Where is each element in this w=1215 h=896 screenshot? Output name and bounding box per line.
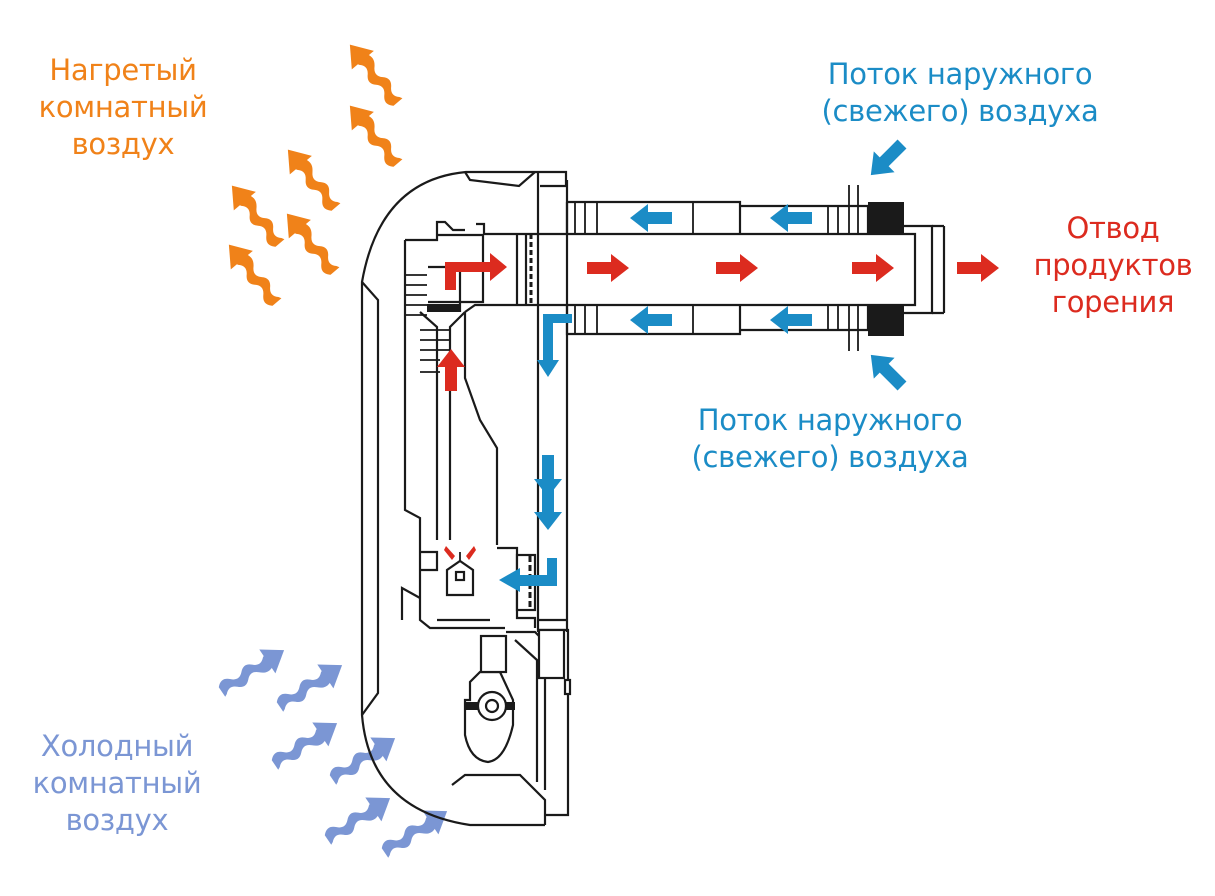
wavy-arrow-up-left-icon bbox=[276, 140, 348, 217]
wavy-arrow-up-left-icon bbox=[338, 35, 410, 112]
fresh-air-arrow-icon bbox=[630, 306, 672, 334]
exhaust-arrow-icon bbox=[957, 254, 999, 282]
fresh-air-inflow-arrow-icon bbox=[860, 133, 913, 186]
fresh-air-top-label: Поток наружного (свежего) воздуха bbox=[821, 57, 1099, 128]
flame-icon bbox=[466, 546, 476, 560]
fresh-air-arrows bbox=[499, 133, 913, 592]
wavy-arrow-up-right-icon bbox=[266, 711, 346, 777]
exhaust-arrow-icon bbox=[716, 254, 758, 282]
wavy-arrow-up-right-icon bbox=[376, 799, 456, 865]
fresh-air-bend-arrow-icon bbox=[499, 558, 557, 592]
cold-air-arrows bbox=[213, 638, 456, 865]
fresh-air-inflow-arrow-icon bbox=[860, 344, 913, 397]
fresh-air-bottom-label: Поток наружного (свежего) воздуха bbox=[691, 403, 969, 474]
fresh-air-arrow-icon bbox=[770, 204, 812, 232]
exhaust-arrow-icon bbox=[587, 254, 629, 282]
warm-air-arrows bbox=[217, 35, 410, 312]
fresh-air-bend-arrow-icon bbox=[537, 314, 572, 377]
wavy-arrow-up-right-icon bbox=[271, 653, 351, 719]
fresh-air-arrow-icon bbox=[630, 204, 672, 232]
exhaust-arrows bbox=[437, 253, 999, 391]
exhaust-label: Отвод продуктов горения bbox=[1033, 211, 1193, 319]
wavy-arrow-up-left-icon bbox=[217, 235, 289, 312]
vertical-air-duct bbox=[536, 170, 569, 632]
exhaust-arrow-icon bbox=[852, 254, 894, 282]
exhaust-arrow-icon bbox=[437, 349, 465, 391]
heater-body bbox=[360, 170, 572, 827]
wavy-arrow-up-left-icon bbox=[275, 204, 347, 281]
cold-room-air-label: Холодный комнатный воздух bbox=[32, 729, 202, 837]
wavy-arrow-up-left-icon bbox=[220, 176, 292, 253]
flame-icon bbox=[444, 546, 455, 560]
coaxial-flue-pipe bbox=[483, 185, 946, 351]
warm-room-air-label: Нагретый комнатный воздух bbox=[38, 53, 208, 161]
wavy-arrow-up-left-icon bbox=[338, 96, 410, 173]
exhaust-bend-arrow-icon bbox=[445, 253, 507, 290]
wavy-arrow-up-right-icon bbox=[213, 638, 293, 704]
